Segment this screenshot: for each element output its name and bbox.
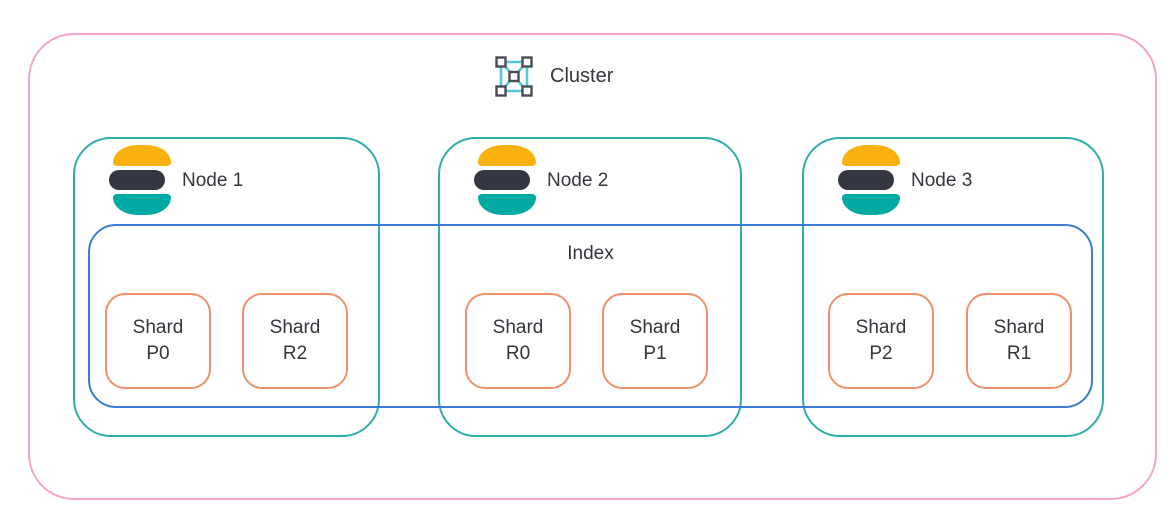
index-box: Index [88,224,1093,408]
shard-id: R2 [282,343,308,364]
es-logo-bottom-slice [478,194,536,215]
cluster-box [28,33,1157,500]
cluster-header: Cluster [492,53,613,100]
shard-word: Shard [855,317,907,339]
node-header-3: Node 3 [838,145,972,216]
node-box-3: Node 3 [802,137,1104,437]
shard-id: P2 [869,343,893,364]
elasticsearch-logo-icon [838,145,902,216]
shard-box-r2: Shard R2 [242,293,348,389]
shard-id: P1 [643,343,667,364]
shard-box-r1: Shard R1 [966,293,1072,389]
es-logo-top-slice [842,145,900,166]
elasticsearch-logo-icon [474,145,538,216]
node-1-label: Node 1 [182,169,244,191]
shard-word: Shard [629,317,681,339]
shard-word: Shard [492,317,544,339]
node-box-2: Node 2 [438,137,742,437]
shard-word: Shard [132,317,184,339]
es-logo-bottom-slice [113,194,171,215]
cluster-label: Cluster [550,65,614,87]
node-box-1: Node 1 [73,137,380,437]
elasticsearch-logo-icon [109,145,173,216]
node-header-1: Node 1 [109,145,243,216]
shard-word: Shard [993,317,1045,339]
es-logo-top-slice [478,145,536,166]
shard-word: Shard [269,317,321,339]
shard-box-r0: Shard R0 [465,293,571,389]
es-logo-middle-slice [109,170,165,190]
shard-box-p0: Shard P0 [105,293,211,389]
es-logo-middle-slice [474,170,530,190]
shard-id: P0 [146,343,170,364]
node-header-2: Node 2 [474,145,608,216]
node-3-label: Node 3 [911,169,973,191]
es-logo-middle-slice [838,170,894,190]
shard-id: R0 [505,343,531,364]
es-logo-top-slice [113,145,171,166]
cluster-icon [495,56,533,97]
shard-box-p1: Shard P1 [602,293,708,389]
node-2-label: Node 2 [547,169,609,191]
es-logo-bottom-slice [842,194,900,215]
shard-box-p2: Shard P2 [828,293,934,389]
index-label: Index [567,243,614,264]
shard-id: R1 [1006,343,1032,364]
